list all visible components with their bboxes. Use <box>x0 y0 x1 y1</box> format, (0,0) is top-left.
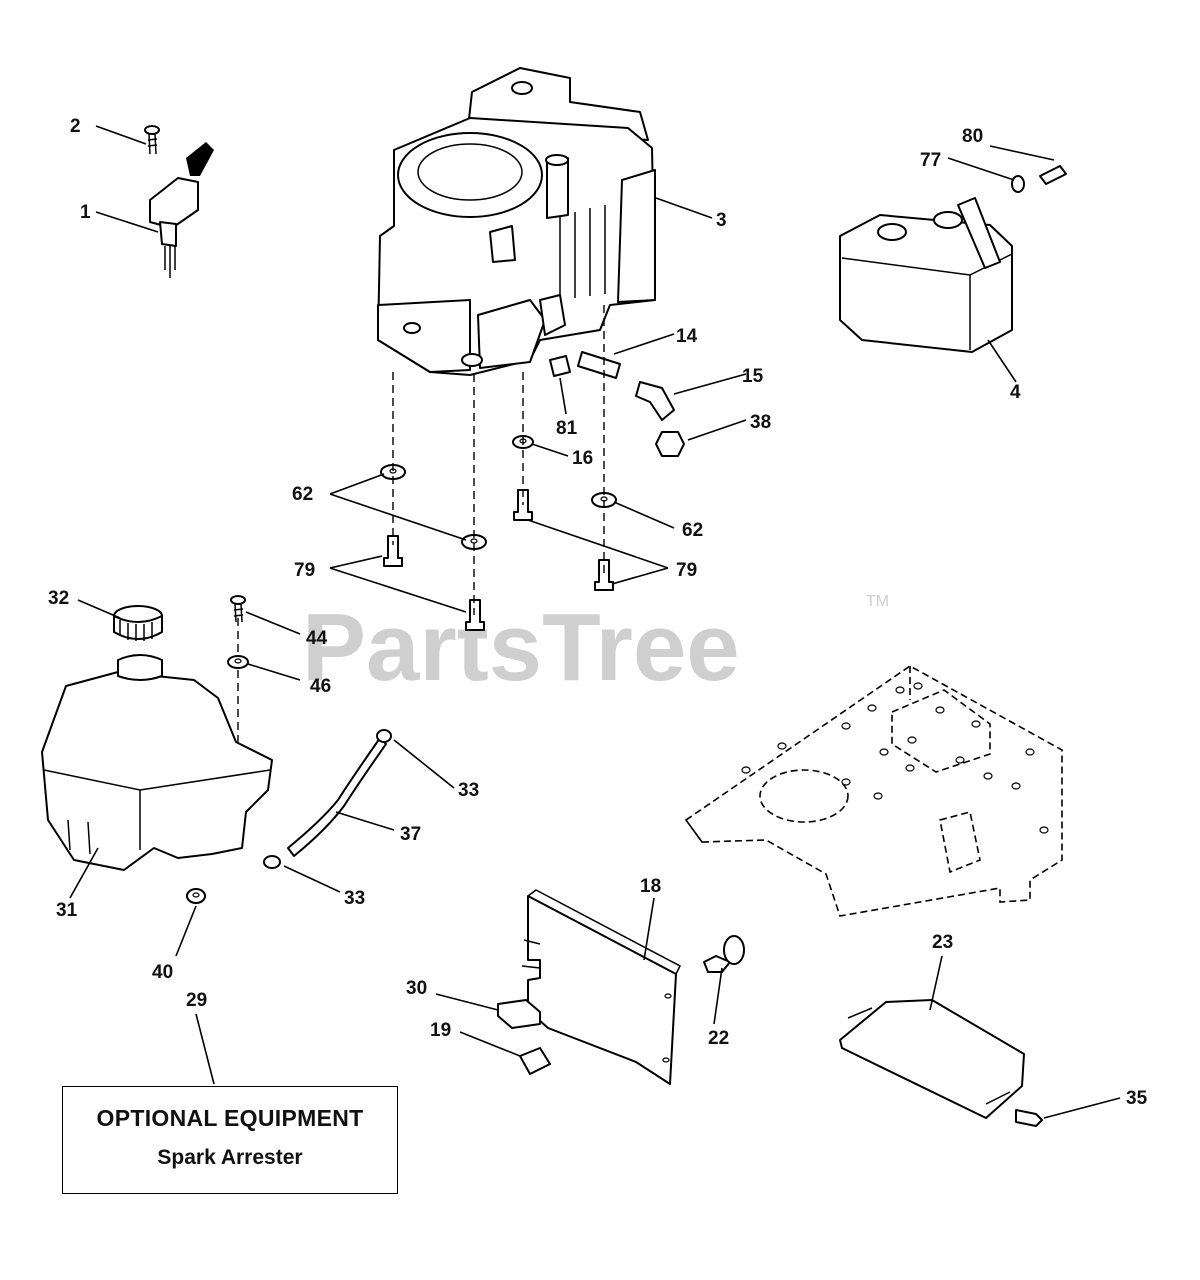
washers-part-62[interactable] <box>380 464 617 550</box>
nut-part-40[interactable] <box>186 888 206 904</box>
callout-38: 38 <box>750 412 771 433</box>
callout-62-left: 62 <box>292 484 313 505</box>
callout-31: 31 <box>56 900 78 921</box>
washer-part-46[interactable] <box>227 655 249 669</box>
callout-14: 14 <box>676 326 698 347</box>
callout-35: 35 <box>1126 1088 1148 1109</box>
leader-lines <box>69 125 1121 1119</box>
callout-22: 22 <box>708 1028 729 1049</box>
callout-33-lower: 33 <box>344 888 365 909</box>
bolt-part-80[interactable] <box>1039 165 1067 185</box>
frame-plate-holes <box>741 682 1049 834</box>
callout-30: 30 <box>406 978 427 999</box>
watermark-trademark: TM <box>866 593 889 610</box>
callout-79-left: 79 <box>294 560 315 581</box>
screw-part-2[interactable] <box>144 125 160 155</box>
callout-80: 80 <box>962 126 983 147</box>
elbow-part-15[interactable] <box>635 381 675 421</box>
clip-part-19[interactable] <box>519 1047 551 1075</box>
callout-44: 44 <box>306 628 328 649</box>
engine-part-3[interactable] <box>377 67 656 376</box>
fuel-tank-part-31[interactable] <box>41 654 273 871</box>
watermark-text: PartsTree <box>302 594 740 701</box>
frame-plate-reference <box>684 665 1063 917</box>
callout-33-upper: 33 <box>458 780 479 801</box>
bolts-part-79[interactable] <box>383 489 614 631</box>
muffler-part-4[interactable] <box>839 197 1013 353</box>
callout-18: 18 <box>640 876 661 897</box>
bracket-part-18[interactable] <box>521 889 681 1085</box>
callout-40: 40 <box>152 962 173 983</box>
callout-16: 16 <box>572 448 593 469</box>
callout-37: 37 <box>400 824 421 845</box>
partstree-watermark: PartsTree TM <box>302 593 889 701</box>
callout-19: 19 <box>430 1020 451 1041</box>
clamp-part-33-upper[interactable] <box>376 729 392 743</box>
screw-part-35[interactable] <box>1015 1109 1043 1127</box>
callout-15: 15 <box>742 366 764 387</box>
callout-3: 3 <box>716 210 727 231</box>
nut-part-38[interactable] <box>655 431 685 457</box>
knob-part-22[interactable] <box>703 935 745 973</box>
clamp-part-81[interactable] <box>549 355 571 377</box>
callout-62-right: 62 <box>682 520 703 541</box>
alignment-lines <box>237 305 605 780</box>
callout-79-right: 79 <box>676 560 697 581</box>
cover-plate-part-23[interactable] <box>839 999 1025 1119</box>
callout-46: 46 <box>310 676 331 697</box>
callout-23: 23 <box>932 932 953 953</box>
fuel-line-part-14[interactable] <box>577 351 621 379</box>
callout-29: 29 <box>186 990 207 1011</box>
optional-equipment-subtitle: Spark Arrester <box>157 1146 303 1169</box>
optional-equipment-title: OPTIONAL EQUIPMENT <box>96 1105 364 1131</box>
clamp-part-33-lower[interactable] <box>263 855 281 869</box>
switch-part-1[interactable] <box>149 142 214 278</box>
optional-equipment-box: OPTIONAL EQUIPMENT Spark Arrester <box>62 1086 398 1194</box>
fuel-line-part-37[interactable] <box>287 737 387 857</box>
callout-1: 1 <box>80 202 91 223</box>
callout-81: 81 <box>556 418 578 439</box>
callout-labels: 2 1 3 4 80 77 14 15 38 81 16 62 62 79 79… <box>48 116 1148 1109</box>
callout-32: 32 <box>48 588 69 609</box>
callout-77: 77 <box>920 150 941 171</box>
callout-4: 4 <box>1010 382 1021 403</box>
fuel-cap-part-32[interactable] <box>113 605 163 641</box>
pad-part-30[interactable] <box>497 999 541 1029</box>
callout-2: 2 <box>70 116 81 137</box>
washer-part-77[interactable] <box>1011 175 1025 193</box>
screw-part-44[interactable] <box>230 595 246 623</box>
